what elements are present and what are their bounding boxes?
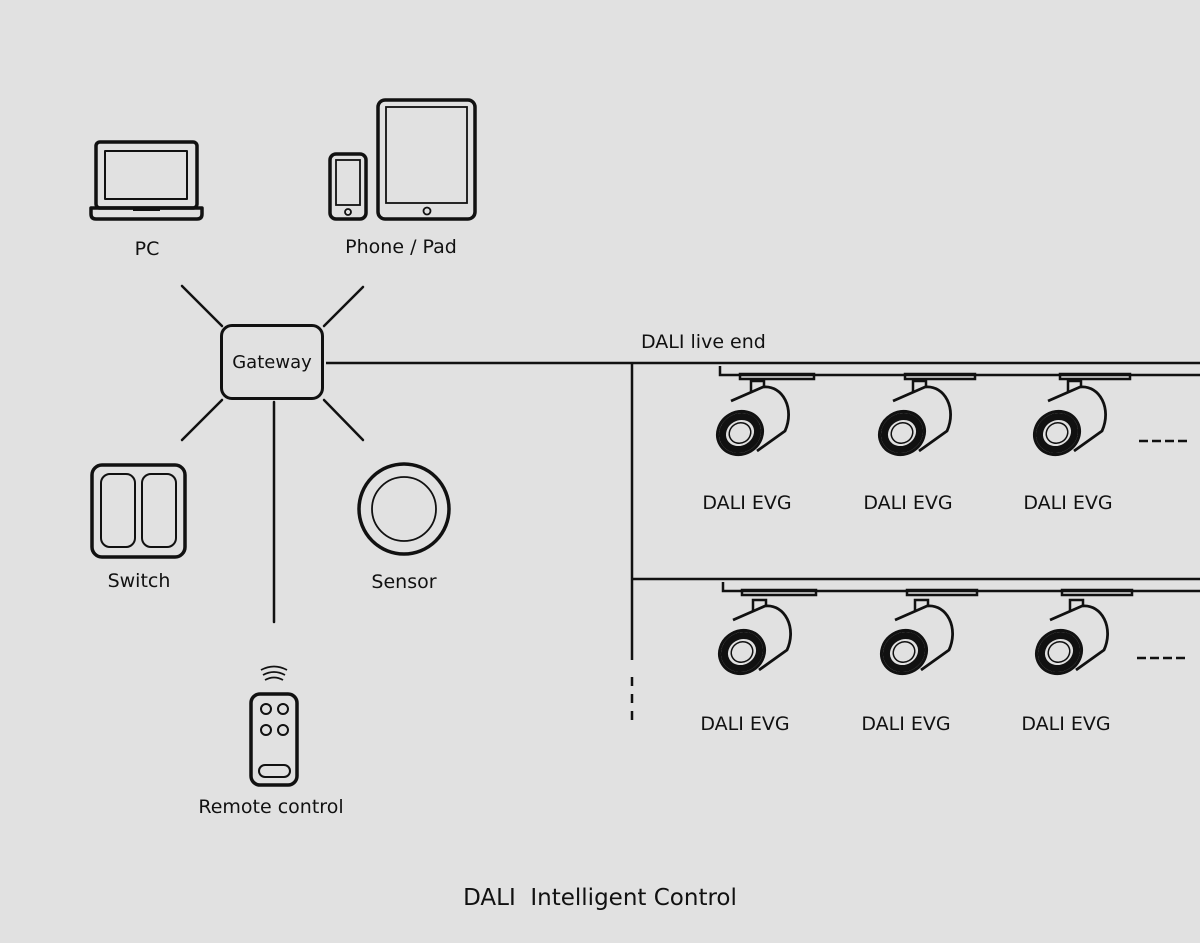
track-spotlight-icon (1027, 381, 1106, 463)
track-spotlight-icon (710, 381, 789, 463)
tablet-icon (376, 98, 477, 221)
remote-control-label: Remote control (198, 796, 344, 818)
fixture-label: DALI EVG (700, 713, 790, 735)
phone-icon (328, 152, 368, 221)
switch-label: Switch (107, 570, 171, 592)
dali-live-end-label: DALI live end (641, 331, 766, 353)
gateway-box: Gateway (220, 324, 324, 400)
dali-bus-lines (326, 361, 1200, 722)
track-spotlight-icon (712, 600, 791, 682)
gateway-connectors (180, 284, 365, 624)
track-rail-1 (718, 366, 1200, 381)
sensor-icon (357, 462, 451, 556)
remote-control-icon (249, 665, 299, 787)
track-spotlight-icon (1029, 600, 1108, 682)
gateway-label: Gateway (232, 351, 312, 373)
track-spotlight-icon (872, 381, 951, 463)
fixture-label: DALI EVG (702, 492, 792, 514)
sensor-label: Sensor (371, 571, 437, 593)
phone-pad-label: Phone / Pad (345, 236, 457, 258)
wall-switch-icon (90, 463, 187, 559)
diagram-title: DALI Intelligent Control (463, 885, 737, 911)
fixture-label: DALI EVG (863, 492, 953, 514)
track-rail-2 (721, 582, 1200, 597)
fixture-label: DALI EVG (1021, 713, 1111, 735)
laptop-icon (89, 140, 204, 221)
pc-label: PC (134, 238, 160, 260)
fixture-label: DALI EVG (1023, 492, 1113, 514)
track-spotlight-icon (874, 600, 953, 682)
fixture-label: DALI EVG (861, 713, 951, 735)
